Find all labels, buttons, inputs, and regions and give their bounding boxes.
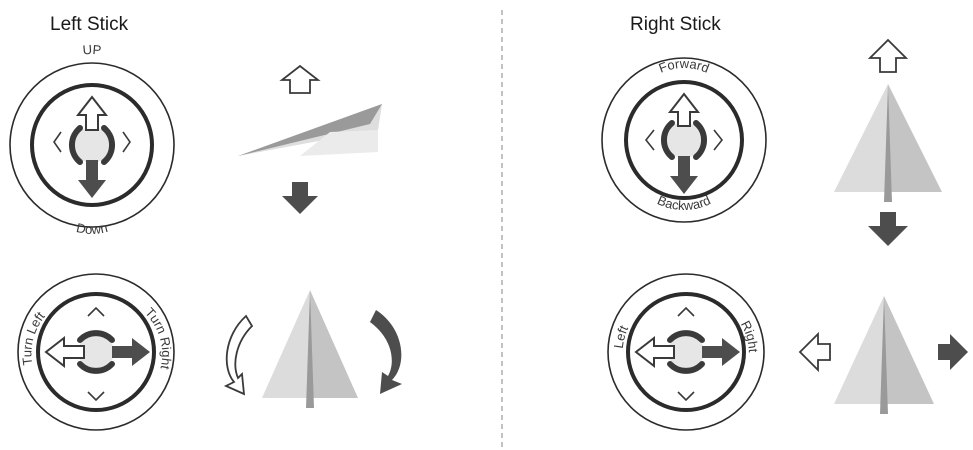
plane-left-wing [834, 84, 888, 192]
plane-keel [880, 296, 888, 414]
arrow-right-icon [112, 338, 150, 366]
rotate-ccw-icon [223, 314, 254, 396]
arrow-left-icon [44, 335, 85, 369]
right-stick-roll: Left Right [607, 273, 765, 431]
plane-keel [884, 84, 892, 202]
plane-side-tail [300, 130, 378, 156]
altitude-illustration [238, 64, 382, 214]
plane-left-wing [834, 296, 884, 404]
right-stick-pitch: Forward Backward [601, 56, 767, 223]
stick-knob [74, 127, 110, 163]
arrow-up-outline-icon [867, 38, 909, 73]
stick-knob [78, 334, 114, 370]
right-stick-title: Right Stick [630, 14, 721, 35]
label-up: UP [82, 42, 102, 58]
rotate-cw-icon [370, 310, 402, 394]
chevron-down-icon [87, 391, 105, 402]
knob-bracket-top [667, 330, 705, 343]
arrow-up-icon [75, 95, 109, 131]
plane-right-wing [310, 290, 358, 398]
label-left: Left [611, 323, 632, 350]
plane-keel [306, 290, 314, 408]
arrow-up-icon [667, 92, 701, 127]
knob-bracket-right [693, 120, 708, 160]
arrow-right-filled-icon [938, 334, 968, 370]
arrow-down-icon [670, 156, 698, 194]
arrow-down-icon [78, 160, 106, 198]
chevron-left-icon [644, 129, 655, 151]
left-stick-throttle: UP Down [9, 42, 175, 237]
plane-left-wing [262, 290, 310, 398]
arrow-up-outline-icon [279, 64, 321, 94]
arrow-left-icon [634, 335, 675, 369]
knob-bracket-bottom [77, 361, 115, 374]
knob-bracket-bottom [667, 361, 705, 374]
knob-bracket-top [77, 330, 115, 343]
plane-right-wing [888, 84, 942, 192]
chevron-up-icon [677, 306, 695, 317]
knob-bracket-left [68, 125, 83, 165]
left-stick-yaw: Turn Left Turn Right [17, 273, 175, 431]
stick-knob [666, 122, 702, 158]
label-down: Down [75, 220, 109, 237]
arrow-right-icon [702, 338, 740, 366]
arrow-left-outline-icon [798, 331, 831, 373]
plane-right-wing [884, 296, 934, 404]
yaw-illustration [223, 290, 402, 408]
chevron-right-icon [713, 129, 724, 151]
arrow-down-filled-icon [868, 212, 908, 246]
arrow-down-filled-icon [282, 182, 318, 214]
chevron-right-icon [122, 131, 131, 153]
plane-side-dark [238, 104, 382, 156]
knob-bracket-right [101, 125, 116, 165]
chevron-down-icon [677, 391, 695, 402]
chevron-up-icon [87, 306, 105, 317]
chevron-left-icon [53, 131, 62, 153]
knob-bracket-left [660, 120, 675, 160]
left-stick-title: Left Stick [50, 14, 129, 35]
roll-illustration [798, 296, 968, 414]
stick-knob [668, 334, 704, 370]
label-backward: Backward [655, 192, 712, 213]
pitch-illustration [834, 38, 942, 246]
